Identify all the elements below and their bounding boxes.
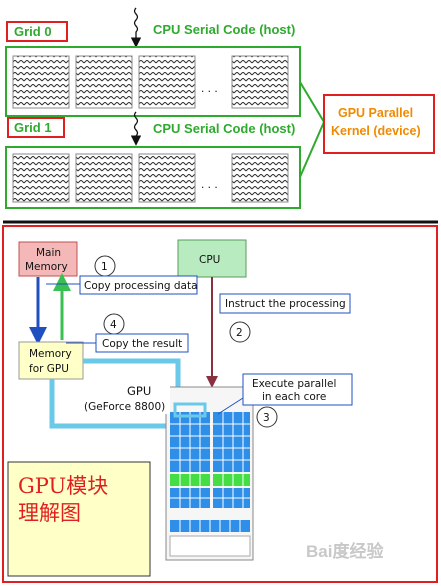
core-grid-lines	[170, 412, 250, 532]
step3-callout	[242, 373, 353, 406]
grid1-label-box	[7, 117, 65, 138]
block	[75, 55, 133, 109]
gpu-base	[169, 535, 251, 557]
block	[138, 153, 196, 203]
cpu-label: CPU	[199, 254, 220, 266]
kernel-label-line1: GPU Parallel	[338, 106, 413, 120]
grid0-label-box	[6, 21, 68, 42]
block	[231, 55, 289, 109]
step4-callout	[66, 333, 189, 353]
step2-num: 2	[236, 327, 243, 339]
serial-arrow-1	[130, 7, 142, 48]
step1-num: 1	[101, 261, 108, 273]
step2-text: Instruct the processing	[225, 298, 346, 310]
gpu-label-bg	[80, 382, 170, 414]
step3-text-line1: Execute parallel	[252, 378, 336, 390]
step2-callout	[219, 293, 351, 314]
core-highlight	[173, 402, 207, 418]
gpu-label-line2: (GeForce 8800)	[84, 401, 165, 413]
step2-circle	[229, 321, 251, 343]
step3-num: 3	[263, 412, 270, 424]
step4-num: 4	[110, 319, 117, 331]
serial-label-1: CPU Serial Code (host)	[153, 22, 295, 37]
block	[138, 55, 196, 109]
gpu-label-line1: GPU	[127, 384, 151, 398]
kernel-label-line2: Kernel (device)	[331, 124, 421, 138]
kernel-label-box	[323, 94, 435, 154]
block	[12, 55, 70, 109]
step4-text: Copy the result	[102, 338, 182, 350]
grid1-ellipsis: . . .	[201, 179, 218, 191]
core-green-right	[213, 474, 250, 486]
main-memory-line1: Main	[36, 247, 61, 259]
caption-line2: 理解图	[18, 501, 81, 525]
main-memory-line2: Memory	[25, 261, 68, 273]
caption-box	[7, 461, 151, 577]
memory-for-gpu-line2: for GPU	[29, 363, 69, 375]
step3-pointer	[217, 397, 244, 415]
memory-for-gpu-box	[18, 341, 84, 380]
memory-for-gpu-line1: Memory	[29, 348, 72, 360]
block	[231, 153, 289, 203]
watermark: Bai度经验	[306, 541, 384, 561]
caption-line1: GPU模块	[18, 474, 108, 498]
grid1-label: Grid 1	[14, 120, 52, 135]
cyan-connector-bottom	[49, 379, 168, 429]
step1-text: Copy processing data	[84, 280, 198, 292]
step1-callout	[46, 275, 198, 295]
step3-text-line2: in each core	[262, 391, 326, 403]
core-block-right	[213, 412, 250, 472]
cyan-connector-top	[83, 358, 181, 392]
kernel-bracket-lines	[299, 81, 325, 178]
serial-label-2: CPU Serial Code (host)	[153, 121, 295, 136]
step3-circle	[256, 406, 278, 428]
grid1-blocks	[12, 153, 289, 203]
grid0-label: Grid 0	[14, 24, 52, 39]
cpu-box	[177, 239, 247, 278]
serial-arrow-2	[130, 111, 142, 146]
gpu-core-grid	[169, 402, 251, 557]
grid0-ellipsis: . . .	[201, 83, 218, 95]
grid0-blocks	[12, 55, 289, 109]
block	[75, 153, 133, 203]
main-memory-box	[18, 241, 78, 277]
block	[12, 153, 70, 203]
